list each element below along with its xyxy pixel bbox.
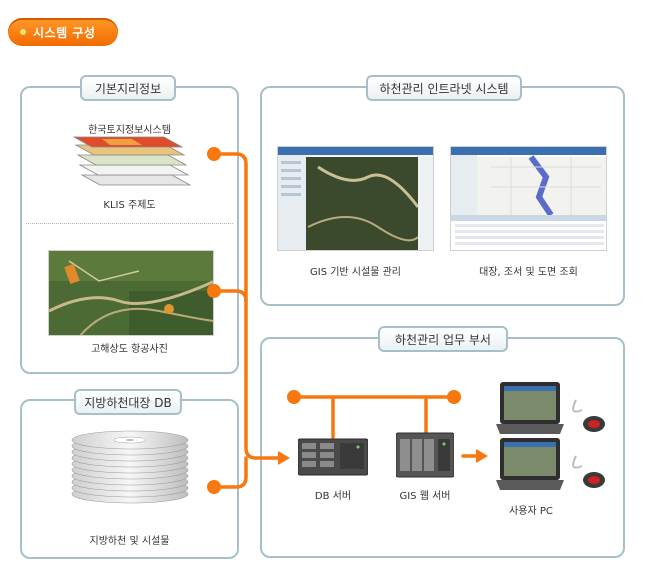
user-pc-icon	[496, 438, 605, 490]
panel-divider	[26, 223, 233, 224]
aerial-photo-caption: 고해상도 항공사진	[91, 344, 168, 355]
dept-label: 하천관리 업무 부서	[378, 326, 508, 352]
gis-web-server-caption: GIS 웹 서버	[399, 491, 451, 502]
database-disks-icon	[71, 430, 189, 504]
intranet-label: 하천관리 인트라넷 시스템	[366, 75, 522, 101]
section-title-badge: 시스템 구성	[8, 18, 118, 46]
klis-layers-image	[72, 136, 192, 186]
db-server-icon	[298, 438, 368, 476]
db-server-caption: DB 서버	[314, 491, 352, 502]
gis-web-server-icon	[396, 432, 454, 478]
klis-map-caption: KLIS 주제도	[103, 200, 156, 211]
register-screen-caption: 대장, 조서 및 도면 조회	[479, 267, 578, 278]
river-db-label: 지방하천대장 DB	[74, 389, 182, 415]
section-title: 시스템 구성	[33, 25, 96, 40]
user-pc-caption: 사용자 PC	[509, 506, 553, 517]
gis-screen-thumbnail	[277, 146, 434, 251]
river-db-caption: 지방하천 및 시설물	[89, 536, 170, 547]
base-gis-label: 기본지리정보	[80, 75, 176, 101]
user-pc-icon	[496, 382, 605, 434]
klis-system-caption: 한국토지정보시스템	[88, 125, 171, 136]
aerial-photo	[48, 250, 214, 336]
register-screen-thumbnail	[450, 146, 607, 251]
gis-screen-caption: GIS 기반 시설물 관리	[310, 267, 401, 278]
bullet-icon	[20, 29, 26, 35]
